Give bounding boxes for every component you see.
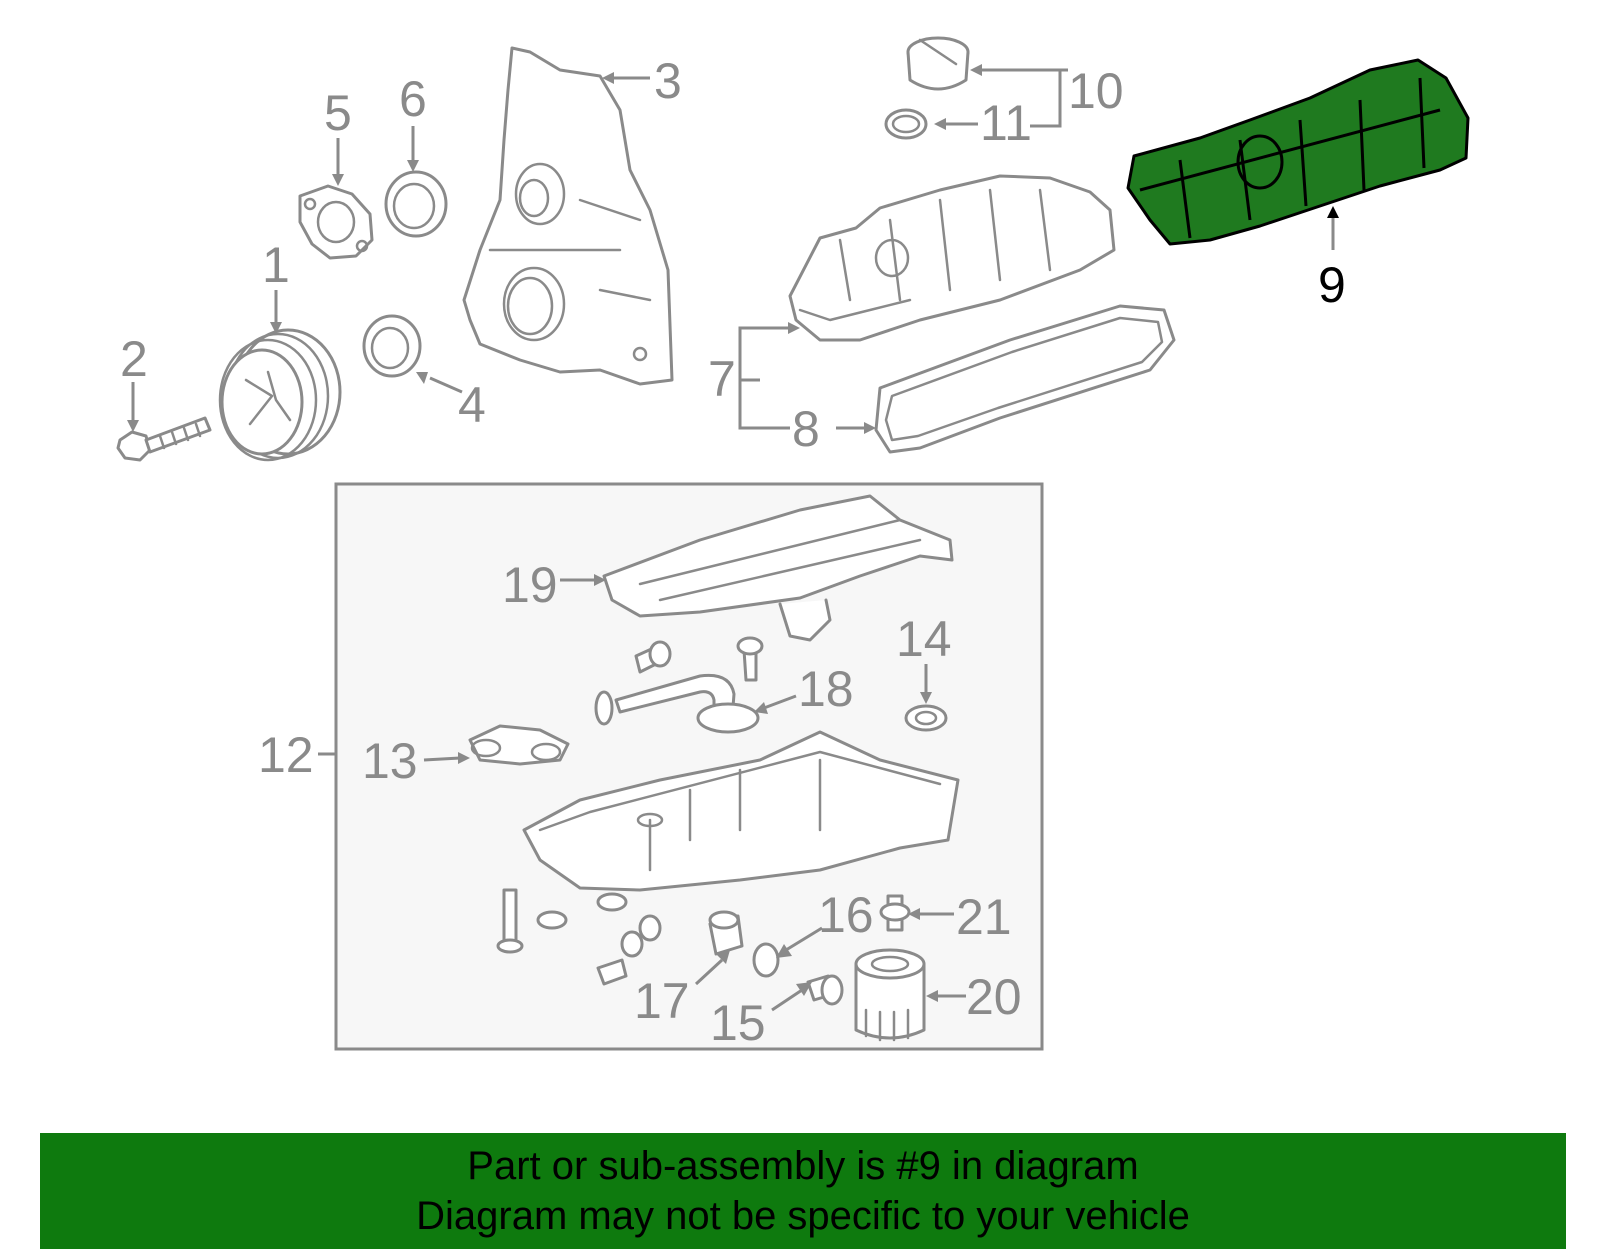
part-17-sleeve[interactable] (708, 910, 744, 956)
pan-bolt-b[interactable] (736, 636, 764, 682)
callout-4: 4 (458, 377, 486, 433)
plug-pair[interactable] (620, 914, 662, 958)
callout-12: 12 (258, 727, 314, 783)
part-18-pickup-tube[interactable] (594, 673, 760, 734)
callout-15: 15 (710, 995, 766, 1051)
callout-8: 8 (792, 401, 820, 457)
part-4-seal[interactable] (362, 314, 422, 378)
part-8-gasket[interactable] (874, 304, 1176, 454)
callout-7: 7 (708, 351, 736, 407)
part-15-bolt[interactable] (806, 974, 844, 1006)
callout-13: 13 (362, 733, 418, 789)
part-14-seal[interactable] (904, 704, 948, 732)
part-11-o-ring[interactable] (884, 108, 928, 140)
callout-17: 17 (634, 973, 690, 1029)
washer-a[interactable] (536, 910, 568, 930)
part-7-valve-cover[interactable] (788, 174, 1116, 342)
callout-19: 19 (502, 557, 558, 613)
part-6-seal[interactable] (384, 170, 448, 238)
part-5-plate[interactable] (298, 184, 374, 260)
part-12-oil-pan[interactable] (522, 730, 960, 892)
footer-banner: Part or sub-assembly is #9 in diagram Di… (40, 1133, 1566, 1249)
part-13-adapter[interactable] (468, 724, 570, 766)
callout-9-highlighted: 9 (1318, 257, 1346, 313)
part-2-bolt[interactable] (116, 416, 212, 462)
pan-stud[interactable] (496, 888, 524, 954)
part-1-pulley[interactable] (218, 328, 342, 462)
part-9-valve-cover-highlighted[interactable] (1126, 58, 1470, 246)
part-3-timing-cover[interactable] (462, 46, 674, 386)
part-19-baffle[interactable] (602, 494, 954, 642)
callout-18: 18 (798, 661, 854, 717)
drain-bolt[interactable] (596, 958, 628, 986)
callout-2: 2 (120, 331, 148, 387)
footer-line-2: Diagram may not be specific to your vehi… (416, 1194, 1190, 1238)
leader-lines (127, 64, 1339, 1012)
part-21-sensor[interactable] (879, 894, 911, 932)
footer-line-1: Part or sub-assembly is #9 in diagram (467, 1144, 1139, 1188)
callout-11: 11 (980, 95, 1032, 151)
part-16-o-ring[interactable] (752, 942, 780, 978)
callout-1: 1 (262, 237, 290, 293)
part-20-oil-filter[interactable] (854, 948, 926, 1042)
callout-10: 10 (1068, 63, 1124, 119)
washer-b[interactable] (596, 892, 628, 912)
callout-5: 5 (324, 85, 352, 141)
callout-21: 21 (956, 889, 1012, 945)
part-10-oil-cap[interactable] (906, 36, 970, 91)
callout-3: 3 (654, 53, 682, 109)
callout-6: 6 (399, 71, 427, 127)
callout-16: 16 (818, 887, 874, 943)
callout-14: 14 (896, 611, 952, 667)
callout-labels: 1 2 3 4 5 6 7 8 9 10 11 12 13 14 15 16 1… (120, 53, 1346, 1051)
pan-bolt-a[interactable] (634, 640, 672, 674)
callout-20: 20 (966, 969, 1022, 1025)
